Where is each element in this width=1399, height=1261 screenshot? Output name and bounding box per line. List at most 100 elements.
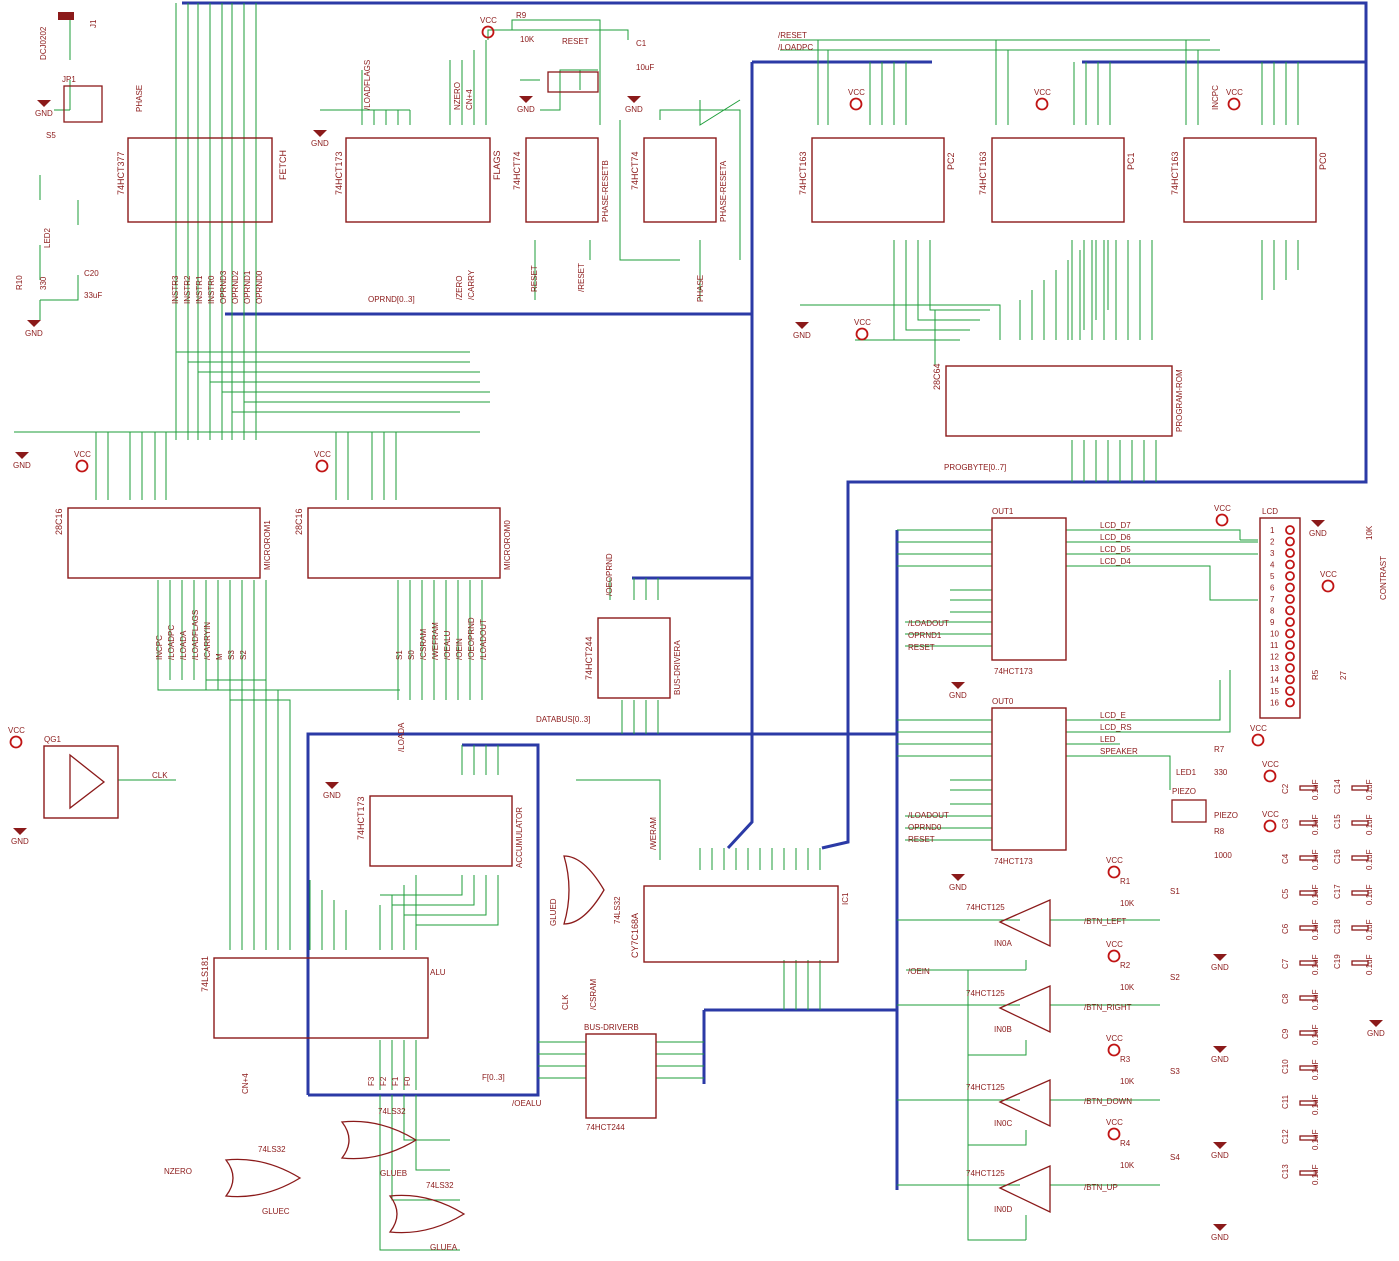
lcd-pin-terminal: [1285, 536, 1295, 547]
lcd-connector: LCD CONTRAST 10K R5 27: [1259, 507, 1388, 719]
cap-left-label: C12: [1281, 1129, 1290, 1144]
lcd-e-label: LCD_E: [1100, 711, 1126, 720]
gnd-symbol: [313, 130, 327, 137]
cap-left-label: C8: [1281, 993, 1290, 1004]
cap-left-label: C10: [1281, 1059, 1290, 1074]
lcd-pin-number: 3: [1270, 549, 1275, 558]
chip-fetch: 74HCT377 FETCH PHASE: [116, 85, 288, 223]
lcd-pin-number: 10: [1270, 630, 1279, 639]
vcc-label: VCC: [1320, 570, 1337, 579]
led1-label: LED1: [1176, 768, 1197, 777]
r1-value: 10K: [1120, 899, 1135, 908]
gnd-symbol: [1311, 520, 1325, 527]
r8-value: 1000: [1214, 851, 1232, 860]
gnd-label: GND: [1367, 1029, 1385, 1038]
lcd-pin-number: 16: [1270, 699, 1279, 708]
vcc-label: VCC: [314, 450, 331, 459]
buf-c-name: IN0C: [994, 1119, 1012, 1128]
chip-out0-type: 74HCT173: [994, 857, 1033, 866]
lcd-pin-terminal: [1285, 674, 1295, 685]
lcd-pin-number: 11: [1270, 641, 1279, 650]
pot-value-label: 10K: [1365, 525, 1374, 540]
gnd-symbol: [1213, 1046, 1227, 1053]
chip-out0: OUT0 74HCT173: [991, 697, 1067, 866]
micro1-out-0: INCPC: [155, 635, 164, 660]
r9-value: 10K: [520, 35, 535, 44]
s3-label: S3: [1170, 1067, 1180, 1076]
vcc-label: VCC: [1034, 88, 1051, 97]
lcd-pin-terminal: [1285, 697, 1295, 708]
r5-label: R5: [1311, 669, 1320, 680]
cap-right-label: C19: [1333, 954, 1342, 969]
net-clk-ram-label: CLK: [561, 994, 570, 1010]
lcd-label: LCD: [1262, 507, 1278, 516]
chip-phase-b-type: 74HCT74: [512, 151, 522, 190]
cap-right-value: 0.1uF: [1365, 849, 1374, 870]
chip-fetch-name: FETCH: [278, 150, 288, 180]
instr-5: OPRND2: [231, 270, 240, 304]
buf-a-type: 74HCT125: [966, 903, 1005, 912]
lcd-pin-number: 8: [1270, 607, 1275, 616]
vcc-terminal: [1215, 513, 1229, 527]
chip-accumulator: 74HCT173 ACCUMULATOR /LOADA: [356, 722, 524, 868]
r10-value: 330: [39, 276, 48, 290]
lcd-pin-number: 14: [1270, 676, 1279, 685]
cap-left-label: C2: [1281, 783, 1290, 794]
cap-left-label: C5: [1281, 888, 1290, 899]
lcd-pin-number: 15: [1270, 687, 1279, 696]
reset-circuit: R9 10K RESET C1 10uF: [516, 11, 654, 93]
micro-output-labels: INCPC /LOADPC /LOADA /LOADFLAGS /CARRYIN…: [155, 610, 488, 660]
gnd-symbol: [627, 96, 641, 103]
vcc-terminal: [1035, 97, 1049, 111]
oein-label: /OEIN: [908, 967, 930, 976]
lcd-pin-number: 2: [1270, 538, 1275, 547]
net-zero-label: /ZERO: [455, 276, 464, 300]
net-clk-label: CLK: [152, 771, 168, 780]
chip-phase-a-name: PHASE-RESETA: [719, 160, 728, 222]
f-bit-2: F1: [391, 1076, 400, 1086]
gnd-label: GND: [13, 461, 31, 470]
lcd-pin-terminal: [1285, 571, 1295, 581]
micro1-out-4: /CARRYIN: [203, 622, 212, 660]
lcd-pin-terminal: [1285, 651, 1295, 662]
gate-gluea-type: 74LS32: [426, 1181, 454, 1190]
gnd-label: GND: [1211, 1151, 1229, 1160]
chip-ram-name: IC1: [841, 892, 850, 905]
lcd-pin-terminal: [1285, 548, 1295, 558]
gate-glued-label: GLUED: [549, 898, 558, 926]
button-resistors: R1 10K R2 10K R3 10K R4 10K: [1120, 877, 1135, 1170]
net-cn4-label: CN+4: [465, 89, 474, 110]
gnd-symbol: [325, 782, 339, 789]
micro0-out-6: /OEOPRND: [467, 617, 476, 660]
vcc-label: VCC: [854, 318, 871, 327]
cap-right-value: 0.1uF: [1365, 919, 1374, 940]
chip-accumulator-name: ACCUMULATOR: [515, 807, 524, 868]
chip-alu-type: 74LS181: [200, 956, 210, 992]
cap-right-label: C15: [1333, 814, 1342, 829]
micro0-out-4: /OEALU: [443, 630, 452, 660]
cap-right-label: C17: [1333, 884, 1342, 899]
f-bit-0: F3: [367, 1076, 376, 1086]
gnd-symbol: [37, 100, 51, 107]
instr-6: OPRND1: [243, 270, 252, 304]
lcd-pin-number: 5: [1270, 572, 1275, 581]
cap-left-value: 0.1uF: [1311, 814, 1320, 835]
chip-ram-type: CY7C168A: [630, 913, 640, 958]
chip-alu-name: ALU: [430, 968, 446, 977]
btn-up-net: /BTN_UP: [1084, 1183, 1118, 1192]
gnd-label: GND: [625, 105, 643, 114]
net-oeoprnd-label: /OEOPRND: [605, 553, 614, 596]
cap-right-value: 0.1uF: [1365, 954, 1374, 975]
chip-pc2-name: PC2: [946, 152, 956, 170]
vcc-terminal: [849, 97, 863, 111]
chip-alu: 74LS181 ALU F[0..3] CN+4: [200, 956, 505, 1094]
cap-left-value: 0.1uF: [1311, 1094, 1320, 1115]
net-oealu-label: /OEALU: [512, 1099, 542, 1108]
chip-phase-b-name: PHASE-RESETB: [601, 160, 610, 222]
chip-flags: 74HCT173 FLAGS /LOADFLAGS NZERO CN+4 OPR…: [334, 60, 502, 304]
lcd-pin-terminal: [1285, 628, 1295, 639]
lcd-pin-number: 13: [1270, 664, 1279, 673]
micro0-out-7: /LOADOUT: [479, 619, 488, 660]
buf-c-type: 74HCT125: [966, 1083, 1005, 1092]
